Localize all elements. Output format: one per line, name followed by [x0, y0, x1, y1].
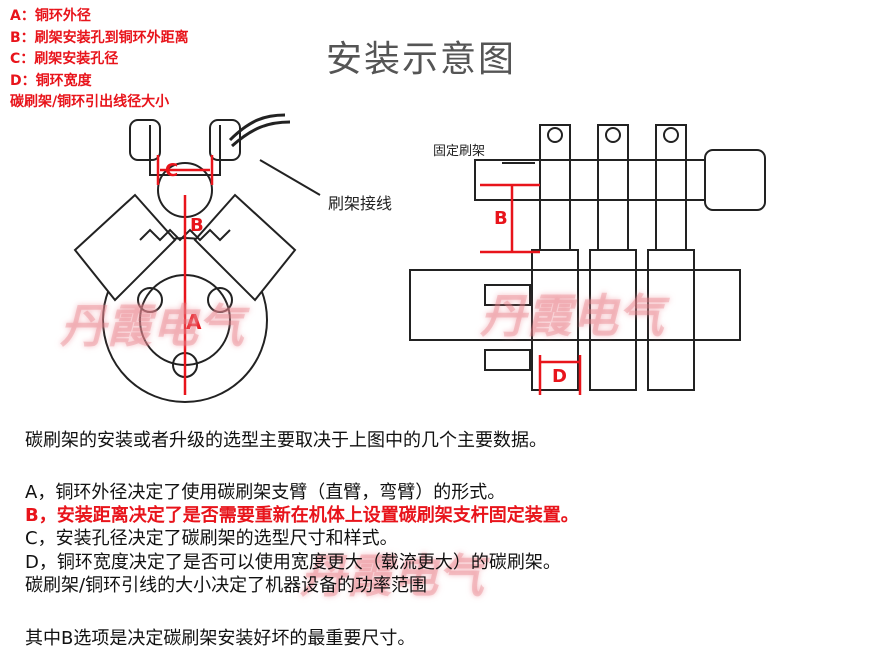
legend-c: C：刷架安装孔径 — [10, 51, 119, 67]
mark-b-right: B — [494, 208, 508, 229]
mark-d: D — [552, 366, 567, 387]
right-brush-holders — [409, 124, 766, 391]
intro-text: 碳刷架的安装或者升级的选型主要取决于上图中的几个主要数据。 — [25, 430, 547, 451]
item-a: A，铜环外径决定了使用碳刷架支臂（直臂，弯臂）的形式。 — [25, 482, 506, 503]
legend-wire: 碳刷架/铜环引出线径大小 — [10, 94, 170, 110]
item-wire: 碳刷架/铜环引线的大小决定了机器设备的功率范围 — [25, 575, 428, 596]
page-title: 安装示意图 — [326, 39, 517, 80]
conclusion-text: 其中B选项是决定碳刷架安装好坏的最重要尺寸。 — [25, 628, 416, 649]
fixed-holder-label: 固定刷架 — [433, 144, 486, 159]
legend-d: D：铜环宽度 — [10, 72, 92, 89]
watermark-bottom: 丹霞电气 — [300, 549, 484, 603]
item-c: C，安装孔径决定了碳刷架的选型尺寸和样式。 — [25, 528, 398, 549]
item-d: D，铜环宽度决定了是否可以使用宽度更大（载流更大）的碳刷架。 — [25, 552, 561, 573]
left-brush-holder — [73, 113, 321, 403]
watermark-right: 丹霞电气 — [480, 289, 664, 343]
legend-a: A：铜环外径 — [10, 8, 91, 24]
diagram-drawing — [73, 113, 766, 403]
right-dimensions — [480, 183, 582, 395]
wiring-label: 刷架接线 — [328, 194, 393, 213]
item-b: B，安装距离决定了是否需要重新在机体上设置碳刷架支杆固定装置。 — [25, 505, 579, 526]
left-dimensions — [156, 155, 214, 395]
mark-a: A — [186, 310, 202, 334]
mark-c: C — [165, 160, 179, 181]
legend: A：铜环外径 B：刷架安装孔到铜环外距离 C：刷架安装孔径 D：铜环宽度 碳刷架… — [10, 6, 189, 114]
mark-b-left: B — [190, 215, 204, 236]
legend-b: B：刷架安装孔到铜环外距离 — [10, 29, 189, 46]
watermark-left: 丹霞电气 — [60, 299, 244, 353]
